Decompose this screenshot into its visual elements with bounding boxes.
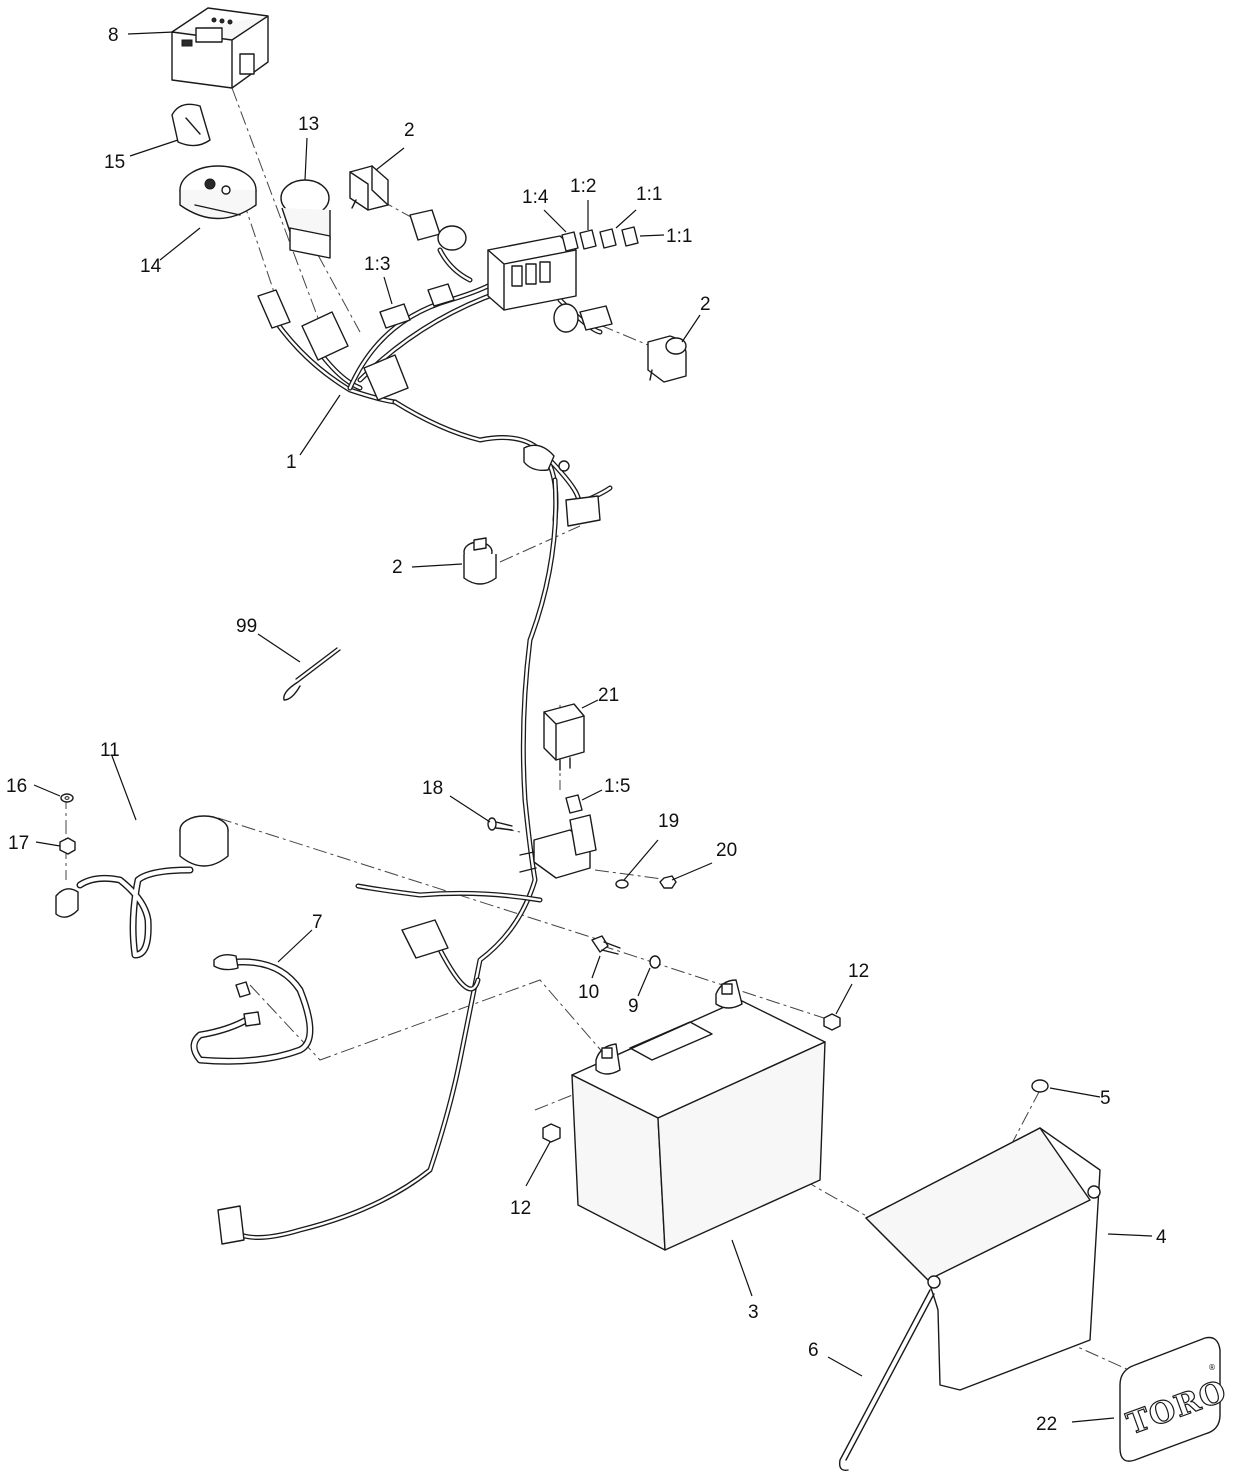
pto-switch-part-13 — [280, 179, 331, 259]
callout-21: 21 — [598, 685, 619, 706]
display-module-part-8 — [171, 7, 269, 89]
washer-part-19 — [615, 879, 629, 889]
cable-tie-part-99 — [283, 647, 341, 701]
callout-16: 16 — [6, 776, 27, 797]
callout-19: 19 — [658, 811, 679, 832]
callout-4: 4 — [1156, 1227, 1167, 1248]
callout-1-3: 1:3 — [364, 254, 390, 275]
washer-part-9 — [649, 955, 661, 969]
switch-part-2-right — [647, 335, 687, 383]
callout-1-2: 1:2 — [570, 176, 596, 197]
callout-14: 14 — [140, 256, 162, 277]
callout-12-right: 12 — [848, 961, 869, 982]
callout-12-left: 12 — [510, 1198, 531, 1219]
callout-2-mid: 2 — [392, 557, 403, 578]
fuses-part-1-1-1-2-1-4 — [561, 226, 639, 252]
decal-registered-mark: ® — [1208, 1363, 1216, 1372]
callout-1-1-top: 1:1 — [636, 184, 662, 205]
washer-part-16 — [60, 793, 74, 803]
hold-down-rod-part-6 — [838, 1289, 935, 1471]
callout-9: 9 — [628, 996, 639, 1017]
battery-cover-part-4 — [865, 1127, 1101, 1391]
toro-decal-part-22: TORO ® — [1119, 1336, 1232, 1462]
nut-part-12-right — [823, 1013, 841, 1031]
callout-11: 11 — [100, 740, 120, 761]
switch-part-2-top — [349, 165, 389, 211]
callout-3: 3 — [748, 1302, 759, 1323]
bolt-part-10 — [591, 935, 621, 955]
callout-8: 8 — [108, 25, 119, 46]
wire-harness-part-1 — [217, 209, 613, 1245]
ignition-switch-part-14 — [179, 165, 257, 220]
callout-1-1-right: 1:1 — [666, 226, 692, 247]
nut-part-12-left — [542, 1123, 561, 1143]
ground-cable-part-7 — [190, 953, 314, 1065]
callout-6: 6 — [808, 1340, 819, 1361]
callout-10: 10 — [578, 982, 599, 1003]
fuse-holder-part-1-5 — [519, 794, 597, 879]
relay-part-21 — [543, 703, 585, 771]
ignition-key-part-15 — [171, 103, 211, 147]
callout-20: 20 — [716, 840, 737, 861]
callout-1: 1 — [286, 452, 297, 473]
callout-5: 5 — [1100, 1088, 1111, 1109]
nut-part-20 — [659, 875, 677, 889]
nut-part-17 — [59, 837, 76, 855]
callout-labels: 8 15 14 13 2 1:4 1:2 1:1 1:1 1:3 2 1 2 9… — [6, 25, 1167, 1435]
callout-22: 22 — [1036, 1414, 1057, 1435]
callout-15: 15 — [104, 152, 125, 173]
callout-13: 13 — [298, 114, 319, 135]
callout-7: 7 — [312, 912, 323, 933]
callout-17: 17 — [8, 833, 29, 854]
callout-1-5: 1:5 — [604, 776, 630, 797]
callout-99: 99 — [236, 616, 257, 637]
callout-1-4: 1:4 — [522, 187, 549, 208]
bolt-part-18 — [487, 817, 513, 831]
fastener-part-5 — [1031, 1079, 1049, 1093]
battery-part-3 — [571, 979, 826, 1251]
callout-2-right: 2 — [700, 294, 711, 315]
callout-2-top: 2 — [404, 120, 415, 141]
callout-18: 18 — [422, 778, 443, 799]
fuse-part-1-3 — [379, 303, 411, 329]
battery-cable-part-11 — [55, 815, 229, 959]
switch-part-2-mid — [463, 537, 497, 585]
leader-lines — [33, 31, 1153, 1423]
